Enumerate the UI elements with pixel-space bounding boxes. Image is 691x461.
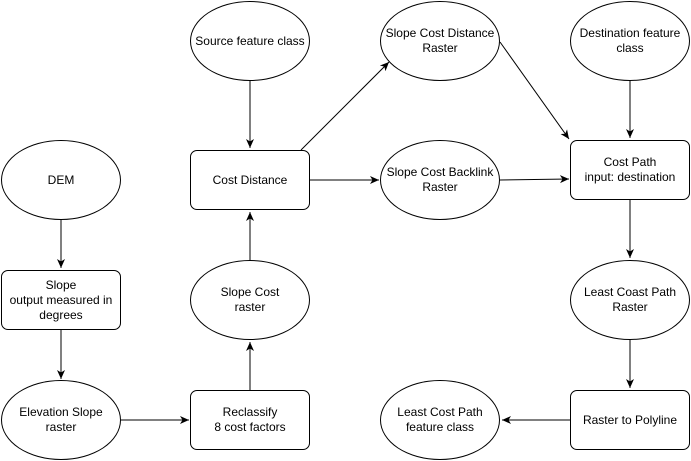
node-raster-to-polyline: Raster to Polyline [570, 390, 690, 450]
node-elevation-slope-raster: Elevation Slope raster [1, 380, 121, 460]
edge-cost-distance-to-slope-cost-distance-raster [300, 61, 390, 151]
edge-slope-cost-distance-raster-to-cost-path [499, 41, 570, 140]
node-slope-cost-distance-raster: Slope Cost Distance Raster [380, 1, 500, 81]
node-slope: Slope output measured in degrees [1, 270, 121, 330]
node-destination-feature-class: Destination feature class [570, 1, 690, 81]
node-reclassify: Reclassify 8 cost factors [190, 390, 310, 450]
node-least-coast-path-raster: Least Coast Path Raster [570, 260, 690, 340]
node-least-cost-path-feature-class: Least Cost Path feature class [380, 380, 500, 460]
node-source-feature-class: Source feature class [190, 1, 310, 81]
node-slope-cost-raster: Slope Cost raster [190, 260, 310, 340]
node-slope-cost-backlink-raster: Slope Cost Backlink Raster [380, 140, 500, 220]
edge-slope-cost-backlink-raster-to-cost-path [499, 175, 570, 184]
node-dem: DEM [1, 140, 121, 220]
node-cost-distance: Cost Distance [190, 150, 310, 210]
node-cost-path: Cost Path input: destination [570, 140, 690, 200]
